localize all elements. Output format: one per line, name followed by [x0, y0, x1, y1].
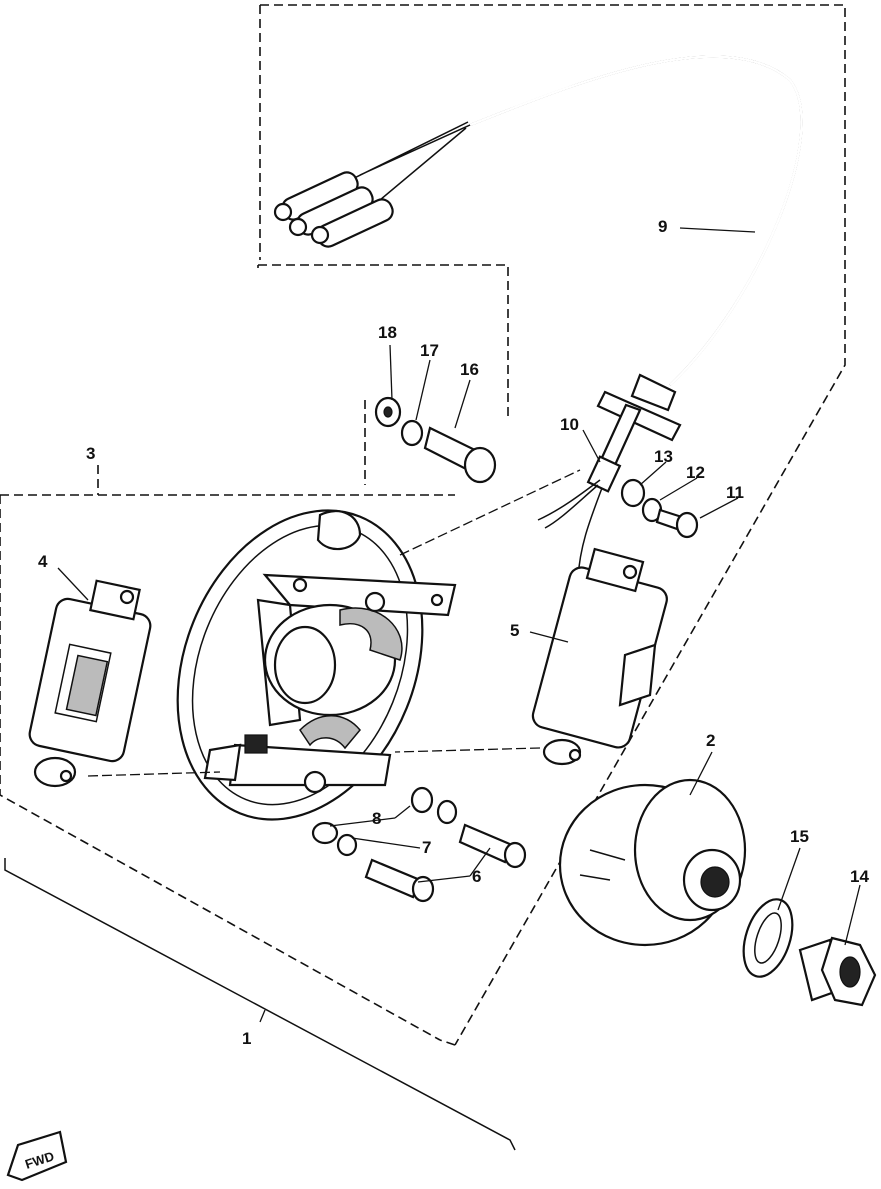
- callout-3: 3: [86, 444, 95, 463]
- fasteners-16-18: [374, 396, 497, 484]
- callout-11: 11: [726, 483, 744, 502]
- callout-6: 6: [472, 867, 481, 886]
- washer-15: [742, 898, 794, 978]
- callout-13: 13: [654, 447, 673, 466]
- forward-direction-badge: FWD: [6, 1130, 68, 1182]
- group-boundaries: [0, 4, 846, 1046]
- fasteners-11-13: [620, 478, 699, 539]
- nut-14: [798, 936, 877, 1007]
- callout-17: 17: [420, 341, 439, 360]
- callout-8: 8: [372, 809, 381, 828]
- callout-12: 12: [686, 463, 705, 482]
- coil-4: [28, 579, 152, 788]
- callout-14: 14: [850, 867, 869, 886]
- callout-9: 9: [658, 217, 667, 236]
- callout-15: 15: [790, 827, 809, 846]
- callout-4: 4: [38, 552, 48, 571]
- wire-harness: [273, 55, 803, 579]
- callout-18: 18: [378, 323, 397, 342]
- coil-5: [531, 547, 668, 766]
- connector-plugs: [273, 171, 394, 248]
- stator-plate: [176, 509, 457, 821]
- callout-2: 2: [706, 731, 715, 750]
- fasteners-6-8: [311, 786, 527, 903]
- callout-1: 1: [242, 1029, 251, 1048]
- callout-7: 7: [422, 838, 431, 857]
- callout-10: 10: [560, 415, 579, 434]
- rotor: [558, 778, 747, 947]
- projection-lines: [87, 469, 581, 777]
- callout-16: 16: [460, 360, 479, 379]
- leader-lines: [57, 227, 861, 1023]
- callout-labels: 1 2 3 4 5 6 7 8 9 10 11 12 13 14 15 16 1…: [38, 217, 869, 1048]
- assembly-baseline: [4, 858, 516, 1151]
- callout-5: 5: [510, 621, 519, 640]
